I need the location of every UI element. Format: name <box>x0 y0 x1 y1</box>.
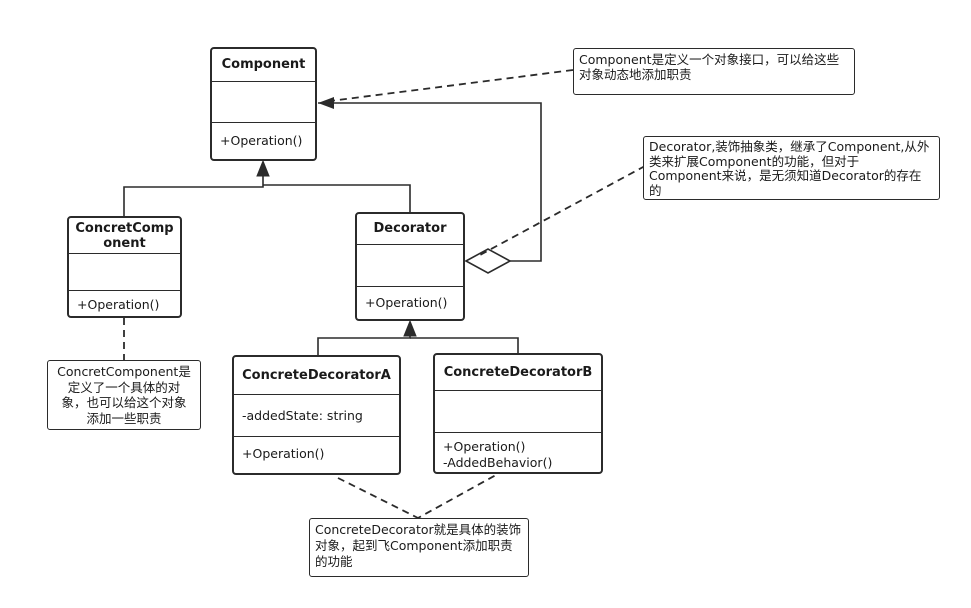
inheritance-line-concretedecoratorb <box>410 337 519 353</box>
class-operations: +Operation() <box>69 291 180 313</box>
class-name: ConcretComp onent <box>69 218 180 254</box>
note-link-decorator <box>479 165 646 256</box>
class-component[interactable]: Component +Operation() <box>210 47 317 161</box>
note-line: Decorator,装饰抽象类，继承了Component,从外 <box>649 139 930 154</box>
note-link-concretedecorator-b <box>417 469 506 519</box>
inheritance-line-concretedecoratora <box>317 336 411 355</box>
class-name-line: ConcretComp <box>75 220 174 236</box>
class-attributes <box>69 254 180 291</box>
class-name: ConcreteDecoratorB <box>435 355 601 391</box>
class-operations: +Operation() <box>357 287 463 311</box>
operation: +Operation() <box>443 439 526 454</box>
aggregation-arrowhead <box>318 97 334 109</box>
inheritance-arrowhead-component <box>256 159 270 177</box>
inheritance-arrowhead-decorator <box>403 319 417 337</box>
operation: +Operation() <box>242 446 325 461</box>
note-line: 的功能 <box>315 554 353 569</box>
class-name-line: onent <box>103 235 146 251</box>
note-line: ConcretComponent是 <box>57 364 191 379</box>
class-concrete-decorator-b[interactable]: ConcreteDecoratorB +Operation() -AddedBe… <box>433 353 603 474</box>
aggregation-line <box>318 102 542 262</box>
class-attributes <box>212 82 315 123</box>
operation: +Operation() <box>77 297 160 312</box>
note-concrete-decorator: ConcreteDecorator就是具体的装饰 对象，起到飞Component… <box>309 518 529 577</box>
note-line: 对象，起到飞Component添加职责 <box>315 538 513 553</box>
note-line: Component是定义一个对象接口，可以给这些 <box>579 52 840 67</box>
class-name: ConcreteDecoratorA <box>234 357 399 395</box>
inheritance-line-decorator <box>263 184 411 212</box>
note-line: 的 <box>649 182 662 198</box>
note-decorator: Decorator,装饰抽象类，继承了Component,从外 类来扩展Comp… <box>643 136 940 200</box>
class-operations: +Operation() <box>212 123 315 149</box>
class-concrete-decorator-a[interactable]: ConcreteDecoratorA -addedState: string +… <box>232 355 401 475</box>
note-link-concretedecorator-a <box>337 477 419 519</box>
note-line: 添加一些职责 <box>86 410 162 426</box>
class-attributes <box>357 245 463 287</box>
class-name: Decorator <box>357 214 463 245</box>
class-attributes <box>435 391 601 433</box>
note-line: 象，也可以给这个对象 <box>61 395 187 410</box>
inheritance-line-concretcomponent <box>123 176 264 216</box>
class-operations: +Operation() -AddedBehavior() <box>435 433 601 471</box>
class-decorator[interactable]: Decorator +Operation() <box>355 212 465 321</box>
note-line: 对象动态地添加职责 <box>579 67 692 82</box>
class-name: Component <box>212 49 315 82</box>
note-concret-component: ConcretComponent是 定义了一个具体的对 象，也可以给这个对象 添… <box>47 360 201 430</box>
note-line: 类来扩展Component的功能，但对于 <box>649 153 860 169</box>
aggregation-diamond <box>464 248 512 274</box>
operation: -AddedBehavior() <box>443 455 553 470</box>
note-line: ConcreteDecorator就是具体的装饰 <box>315 522 522 537</box>
operation: +Operation() <box>220 133 303 148</box>
class-operations: +Operation() <box>234 437 399 462</box>
note-line: 定义了一个具体的对 <box>67 379 181 395</box>
operation: +Operation() <box>365 295 448 310</box>
note-component: Component是定义一个对象接口，可以给这些 对象动态地添加职责 <box>573 48 855 95</box>
class-concret-component[interactable]: ConcretComp onent +Operation() <box>67 216 182 318</box>
note-line: Component来说，是无须知道Decorator的存在 <box>649 168 922 183</box>
note-link-component <box>329 69 574 102</box>
class-attributes: -addedState: string <box>234 395 399 437</box>
